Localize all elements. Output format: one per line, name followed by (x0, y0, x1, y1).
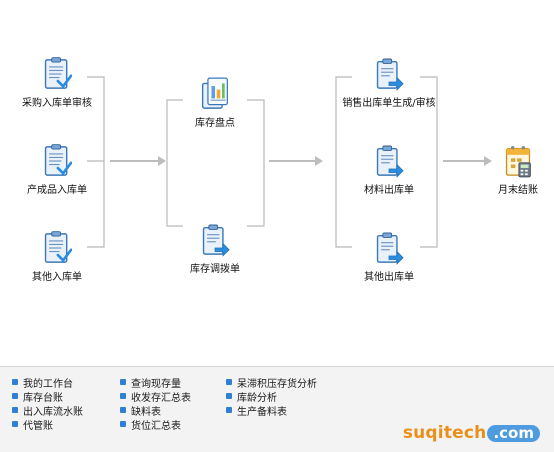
link-my-workbench[interactable]: 我的工作台 (12, 375, 83, 390)
inventory-right-bracket (247, 99, 265, 227)
node-month-end-closing[interactable]: 月末结账 (488, 143, 548, 196)
node-label: 库存盘点 (195, 118, 235, 129)
clipboard-document-icon (42, 56, 72, 92)
link-slow-moving-analysis[interactable]: 呆滞积压存货分析 (226, 375, 317, 390)
flow-arrow-1 (158, 156, 166, 166)
brand-watermark: suqitech .com (403, 423, 540, 443)
node-sales-outbound[interactable]: 销售出库单生成/审核 (338, 56, 440, 109)
bullet-icon (226, 379, 232, 385)
node-other-inbound[interactable]: 其他入库单 (14, 230, 100, 283)
node-finished-goods-inbound[interactable]: 产成品入库单 (14, 143, 100, 196)
outbound-right-bracket (420, 76, 438, 248)
bullet-icon (226, 407, 232, 413)
flow-arrow-3 (484, 156, 492, 166)
link-production-prep[interactable]: 生产备料表 (226, 403, 317, 418)
node-material-outbound[interactable]: 材料出库单 (346, 143, 432, 196)
node-label: 月末结账 (498, 185, 538, 196)
quick-links-col-2: 查询现存量 收发存汇总表 缺料表 货位汇总表 (120, 375, 191, 432)
brand-domain: .com (487, 424, 540, 442)
quick-links-col-1: 我的工作台 库存台账 出入库流水账 代管账 (12, 375, 83, 432)
flow-arrow-2 (315, 156, 323, 166)
bullet-icon (12, 379, 18, 385)
bullet-icon (12, 407, 18, 413)
link-aging-analysis[interactable]: 库龄分析 (226, 389, 317, 404)
bullet-icon (12, 393, 18, 399)
node-label: 销售出库单生成/审核 (342, 98, 436, 109)
node-label: 库存调拨单 (190, 264, 240, 275)
quick-links-panel: 我的工作台 库存台账 出入库流水账 代管账 查询现存量 收发存汇总表 缺料表 货… (0, 366, 554, 452)
flow-connectors (87, 76, 492, 248)
inventory-left-bracket (166, 99, 183, 227)
node-purchase-inbound-review[interactable]: 采购入库单审核 (14, 56, 100, 109)
node-other-outbound[interactable]: 其他出库单 (346, 230, 432, 283)
document-export-icon (374, 230, 404, 266)
inventory-count-icon (200, 76, 230, 112)
bullet-icon (12, 421, 18, 427)
clipboard-document-icon (42, 143, 72, 179)
bullet-icon (226, 393, 232, 399)
link-query-stock[interactable]: 查询现存量 (120, 375, 191, 390)
inbound-bracket (87, 76, 105, 248)
process-flow-diagram: 采购入库单审核 产成品入库单 其他入库单 库存盘点 库存调拨单 销售出库单生成/… (14, 0, 548, 283)
node-label: 其他出库单 (364, 272, 414, 283)
link-inout-summary[interactable]: 收发存汇总表 (120, 389, 191, 404)
node-label: 产成品入库单 (27, 185, 87, 196)
quick-links-col-3: 呆滞积压存货分析 库龄分析 生产备料表 (226, 375, 317, 418)
document-export-icon (374, 56, 404, 92)
calendar-calculator-icon (503, 143, 533, 179)
link-consignment-ledger[interactable]: 代管账 (12, 417, 83, 432)
clipboard-document-icon (42, 230, 72, 266)
node-stocktake[interactable]: 库存盘点 (178, 76, 252, 129)
link-stock-ledger[interactable]: 库存台账 (12, 389, 83, 404)
bullet-icon (120, 407, 126, 413)
node-stock-transfer[interactable]: 库存调拨单 (178, 222, 252, 275)
node-label: 其他入库单 (32, 272, 82, 283)
document-export-icon (200, 222, 230, 258)
node-label: 材料出库单 (364, 185, 414, 196)
link-location-summary[interactable]: 货位汇总表 (120, 417, 191, 432)
bullet-icon (120, 421, 126, 427)
bullet-icon (120, 379, 126, 385)
brand-text: suqitech (402, 423, 487, 443)
link-shortage-report[interactable]: 缺料表 (120, 403, 191, 418)
document-export-icon (374, 143, 404, 179)
bullet-icon (120, 393, 126, 399)
node-label: 采购入库单审核 (22, 98, 92, 109)
link-inout-journal[interactable]: 出入库流水账 (12, 403, 83, 418)
outbound-left-bracket (335, 76, 352, 248)
